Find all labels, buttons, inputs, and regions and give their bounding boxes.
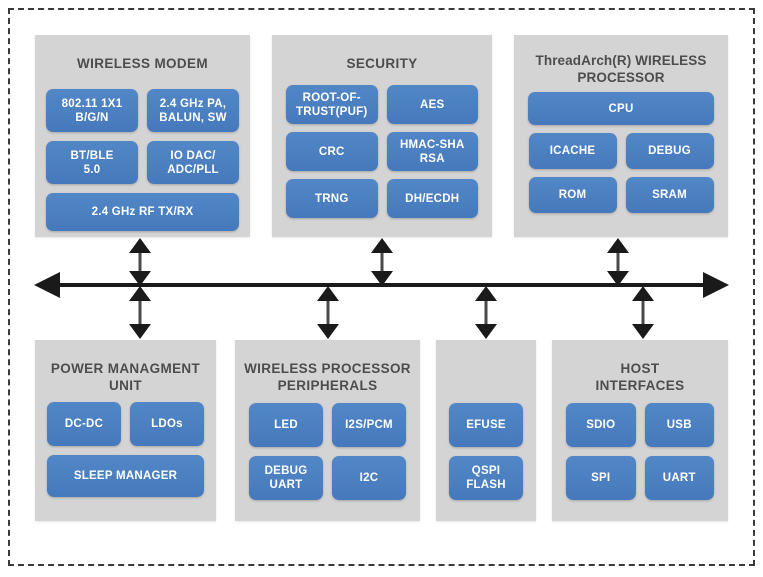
connector-power-managment-unit	[129, 286, 151, 339]
block-sdio[interactable]: SDIO	[566, 403, 636, 447]
block-row: EFUSE	[449, 403, 523, 447]
block-row: TRNG DH/ECDH	[286, 179, 478, 218]
system-bus	[34, 272, 729, 298]
block-row: DEBUG UART I2C	[249, 456, 406, 500]
block-row: BT/BLE 5.0 IO DAC/ ADC/PLL	[46, 141, 239, 184]
block-i2c[interactable]: I2C	[332, 456, 406, 500]
panel-wireless-modem: WIRELESS MODEM 802.11 1X1 B/G/N 2.4 GHz …	[35, 35, 250, 237]
block-dc-dc[interactable]: DC-DC	[47, 402, 121, 446]
connector-host-interfaces	[632, 286, 654, 339]
block-icache[interactable]: ICACHE	[528, 133, 617, 169]
block-row: ICACHE DEBUG	[528, 133, 714, 169]
block-2p4ghz-rf-tx-rx[interactable]: 2.4 GHz RF TX/RX	[46, 193, 239, 231]
block-usb[interactable]: USB	[644, 403, 714, 447]
block-802-11-1x1-bgn[interactable]: 802.11 1X1 B/G/N	[46, 89, 138, 132]
connector-memory-fuse	[475, 286, 497, 339]
panel-power-managment-unit: POWER MANAGMENT UNIT DC-DC LDOs SLEEP MA…	[35, 340, 216, 521]
panel-security: SECURITY ROOT-OF- TRUST(PUF) AES CRC HMA…	[272, 35, 492, 237]
panel-wireless-processor-peripherals: WIRELESS PROCESSOR PERIPHERALS LED I2S/P…	[235, 340, 420, 521]
block-uart[interactable]: UART	[644, 456, 714, 500]
block-io-dac-adc-pll[interactable]: IO DAC/ ADC/PLL	[147, 141, 239, 184]
connector-security	[371, 238, 393, 286]
panel-memory-fuse: EFUSE QSPI FLASH	[436, 340, 536, 521]
block-ldos[interactable]: LDOs	[130, 402, 204, 446]
block-root-of-trust-puf[interactable]: ROOT-OF- TRUST(PUF)	[286, 85, 378, 124]
panel-title-wireless-processor-peripherals: WIRELESS PROCESSOR PERIPHERALS	[244, 361, 411, 393]
block-bt-ble-5p0[interactable]: BT/BLE 5.0	[46, 141, 138, 184]
connector-threadarch-processor	[607, 238, 629, 286]
block-row: 802.11 1X1 B/G/N 2.4 GHz PA, BALUN, SW	[46, 89, 239, 132]
panel-title-threadarch-wireless-processor: ThreadArch(R) WIRELESS PROCESSOR	[535, 53, 707, 85]
block-sram[interactable]: SRAM	[625, 177, 714, 213]
panel-host-interfaces: HOST INTERFACES SDIO USB SPI UART	[552, 340, 728, 521]
block-row: ROM SRAM	[528, 177, 714, 213]
block-row: SLEEP MANAGER	[47, 455, 204, 497]
panel-title-power-managment-unit: POWER MANAGMENT UNIT	[50, 361, 201, 393]
block-row: QSPI FLASH	[449, 456, 523, 500]
block-efuse[interactable]: EFUSE	[449, 403, 523, 447]
block-hmac-sha-rsa[interactable]: HMAC-SHA RSA	[386, 132, 478, 171]
panel-title-host-interfaces: HOST INTERFACES	[595, 361, 685, 393]
block-row: SDIO USB	[566, 403, 714, 447]
panel-title-wireless-modem: WIRELESS MODEM	[77, 56, 208, 71]
block-led[interactable]: LED	[249, 403, 323, 447]
panel-title-memory-fuse	[436, 340, 536, 360]
block-dh-ecdh[interactable]: DH/ECDH	[386, 179, 478, 218]
block-row: CRC HMAC-SHA RSA	[286, 132, 478, 171]
block-row: ROOT-OF- TRUST(PUF) AES	[286, 85, 478, 124]
panel-title-security: SECURITY	[346, 56, 418, 71]
block-cpu[interactable]: CPU	[528, 92, 714, 125]
block-aes[interactable]: AES	[386, 85, 478, 124]
block-row: 2.4 GHz RF TX/RX	[46, 193, 239, 231]
block-debug[interactable]: DEBUG	[625, 133, 714, 169]
block-2p4ghz-pa-balun-sw[interactable]: 2.4 GHz PA, BALUN, SW	[147, 89, 239, 132]
block-row: LED I2S/PCM	[249, 403, 406, 447]
block-sleep-manager[interactable]: SLEEP MANAGER	[47, 455, 204, 497]
block-row: DC-DC LDOs	[47, 402, 204, 446]
connector-wireless-modem	[129, 238, 151, 286]
panel-threadarch-wireless-processor: ThreadArch(R) WIRELESS PROCESSOR CPU ICA…	[514, 35, 728, 237]
block-trng[interactable]: TRNG	[286, 179, 378, 218]
block-spi[interactable]: SPI	[566, 456, 636, 500]
block-crc[interactable]: CRC	[286, 132, 378, 171]
block-row: CPU	[528, 92, 714, 125]
block-rom[interactable]: ROM	[528, 177, 617, 213]
block-debug-uart[interactable]: DEBUG UART	[249, 456, 323, 500]
block-qspi-flash[interactable]: QSPI FLASH	[449, 456, 523, 500]
connector-wireless-processor-peripherals	[317, 286, 339, 339]
block-i2s-pcm[interactable]: I2S/PCM	[332, 403, 406, 447]
block-row: SPI UART	[566, 456, 714, 500]
